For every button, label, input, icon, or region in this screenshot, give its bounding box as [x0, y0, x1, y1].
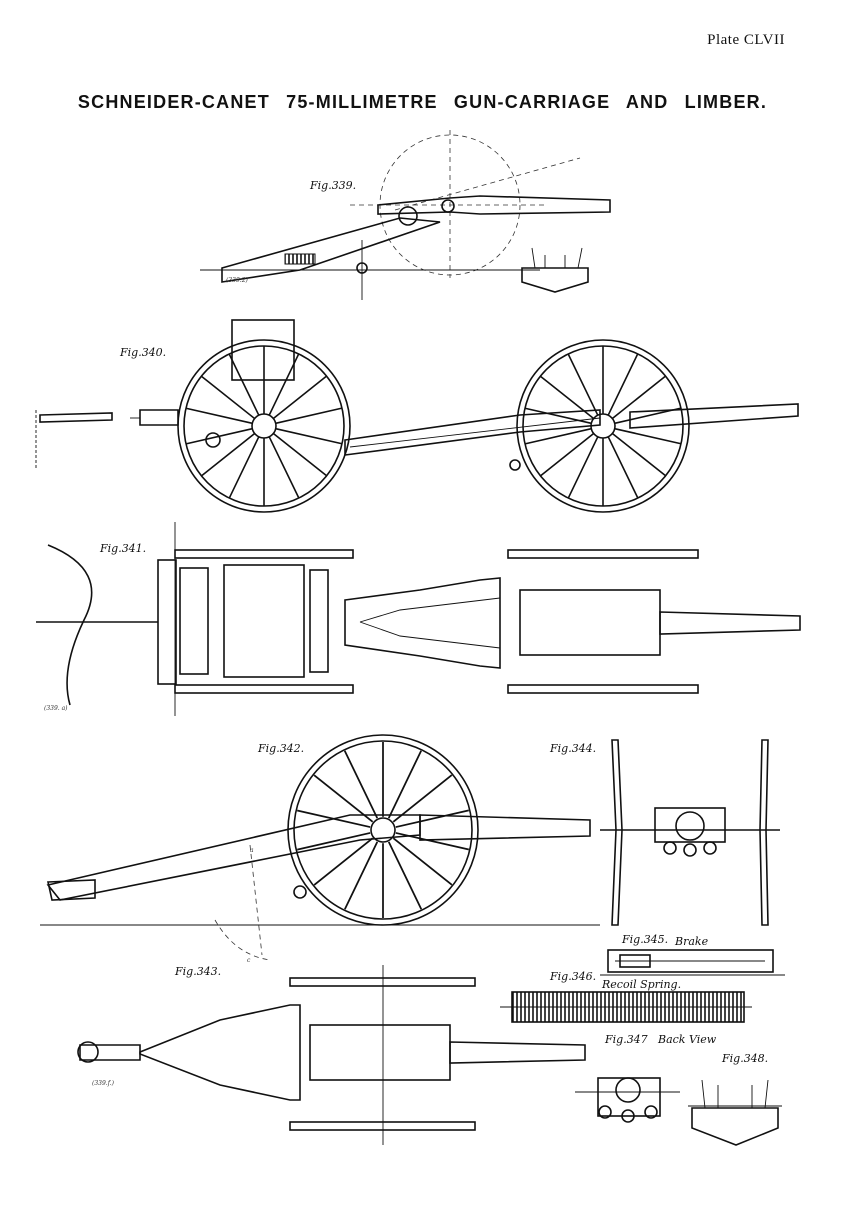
fig-339-mark: (339.2) [226, 277, 249, 284]
limber-wheel [177, 339, 351, 513]
figure-339: Fig.339. (339.2) [200, 130, 611, 300]
figure-345: Fig.345. Brake [600, 933, 785, 976]
fig-341-mark: (339. a) [44, 705, 68, 712]
plate-number: Plate CLVII [707, 32, 785, 48]
figure-341: Fig.341. (339. a) [36, 522, 801, 716]
figure-340: Fig.340. [35, 319, 799, 513]
fig-348-label: Fig.348. [721, 1052, 768, 1065]
fig-346-label: Fig.346. [549, 970, 596, 983]
fig-342-mark-a: a [250, 847, 254, 854]
back-view-caption: Back View [657, 1033, 717, 1046]
figure-342: Fig.342. a c [40, 734, 600, 964]
fig-343-mark: (339.f.) [92, 1080, 115, 1087]
figure-344: Fig.344. [549, 739, 780, 926]
fig-342-label: Fig.342. [257, 742, 304, 755]
figure-343: Fig.343. (339.f.) [77, 965, 586, 1145]
brake-caption: Brake [674, 935, 709, 948]
fig-340-label: Fig.340. [119, 346, 166, 359]
figure-347: Fig.347 Back View [575, 1033, 717, 1123]
fig-342-wheel [287, 734, 479, 926]
fig-343-label: Fig.343. [174, 965, 221, 978]
fig-344-label: Fig.344. [549, 742, 596, 755]
recoil-spring-caption: Recoil Spring. [601, 978, 681, 991]
fig-347-label: Fig.347 [604, 1033, 648, 1046]
carriage-wheel [516, 339, 690, 513]
fig-341-label: Fig.341. [99, 542, 146, 555]
figure-346: Fig.346. Recoil Spring. [500, 970, 752, 1023]
figure-348: Fig.348. [688, 1052, 782, 1146]
fig-342-mark-c: c [247, 957, 251, 964]
fig-345-label: Fig.345. [621, 933, 668, 946]
plate-title: SCHNEIDER-CANET 75-MILLIMETRE GUN-CARRIA… [77, 92, 768, 112]
fig-339-label: Fig.339. [309, 179, 356, 192]
